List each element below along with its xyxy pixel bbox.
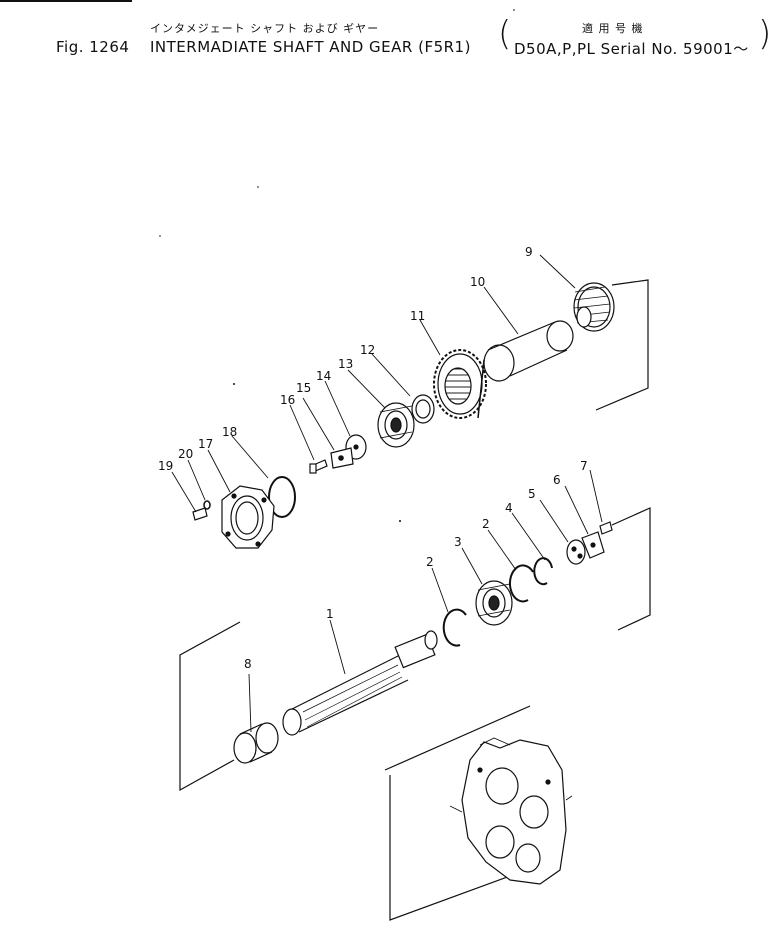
bearing-part-3 bbox=[461, 547, 513, 626]
snap-ring-part-2-upper bbox=[487, 529, 534, 603]
figure-title: INTERMADIATE SHAFT AND GEAR (F5R1) bbox=[150, 38, 471, 56]
callout-2-lower: 2 bbox=[426, 555, 434, 569]
callout-19: 19 bbox=[158, 459, 173, 473]
left-parenthesis: ( bbox=[498, 14, 512, 54]
lower-group-bracket bbox=[611, 507, 651, 631]
snap-ring-part-2-lower bbox=[431, 567, 467, 647]
lock-washer-part-6 bbox=[564, 485, 605, 559]
right-parenthesis: ) bbox=[758, 14, 770, 54]
callout-3: 3 bbox=[454, 535, 462, 549]
callout-9: 9 bbox=[525, 245, 533, 259]
bearing-part-13 bbox=[347, 369, 415, 448]
callout-7: 7 bbox=[580, 459, 588, 473]
transmission-housing bbox=[449, 737, 573, 885]
plate-part-5 bbox=[539, 499, 586, 565]
japanese-title: インタメジェート シャフト および ギヤー bbox=[150, 22, 380, 35]
washer-part-20 bbox=[187, 459, 211, 510]
o-ring-part-18 bbox=[231, 435, 296, 518]
gear-part-11 bbox=[419, 319, 487, 419]
gear-part-9 bbox=[539, 254, 615, 332]
callout-15: 15 bbox=[296, 381, 311, 395]
upper-group-bracket bbox=[595, 279, 649, 411]
bolt-part-7 bbox=[589, 469, 613, 535]
plate-part-14 bbox=[324, 380, 367, 460]
cover-part-17 bbox=[207, 449, 275, 549]
callout-12: 12 bbox=[360, 343, 375, 357]
callout-16: 16 bbox=[280, 393, 295, 407]
bolt-part-19 bbox=[171, 471, 208, 521]
callout-8: 8 bbox=[244, 657, 252, 671]
top-rule bbox=[0, 0, 132, 2]
callout-labels: 1 2 2 3 4 5 6 7 8 9 10 11 12 13 14 15 16… bbox=[158, 245, 588, 671]
serial-applicability: D50A,P,PL Serial No. 59001～ bbox=[514, 40, 749, 58]
housing-bracket bbox=[384, 705, 541, 921]
callout-11: 11 bbox=[410, 309, 425, 323]
shaft-left-bracket bbox=[179, 621, 241, 792]
lock-washer-part-15 bbox=[302, 397, 354, 469]
callout-14: 14 bbox=[316, 369, 331, 383]
page-header: インタメジェート シャフト および ギヤー 適 用 号 機 Fig. 1264 … bbox=[0, 0, 770, 70]
callout-2-upper: 2 bbox=[482, 517, 490, 531]
callout-10: 10 bbox=[470, 275, 485, 289]
callout-18: 18 bbox=[222, 425, 237, 439]
callout-20: 20 bbox=[178, 447, 193, 461]
figure-number: Fig. 1264 bbox=[56, 38, 130, 56]
snap-ring-part-4 bbox=[511, 512, 553, 586]
shaft-part-1 bbox=[282, 619, 438, 736]
bearing-race-part-8 bbox=[233, 673, 279, 764]
japanese-applicable-label: 適 用 号 機 bbox=[582, 22, 644, 35]
callout-4: 4 bbox=[505, 501, 513, 515]
callout-1: 1 bbox=[326, 607, 334, 621]
bolt-part-16 bbox=[289, 404, 328, 474]
seal-part-12 bbox=[371, 353, 435, 424]
scan-specks bbox=[159, 9, 515, 522]
callout-17: 17 bbox=[198, 437, 213, 451]
callout-5: 5 bbox=[528, 487, 536, 501]
callout-6: 6 bbox=[553, 473, 561, 487]
callout-13: 13 bbox=[338, 357, 353, 371]
sleeve-part-10 bbox=[483, 286, 574, 382]
